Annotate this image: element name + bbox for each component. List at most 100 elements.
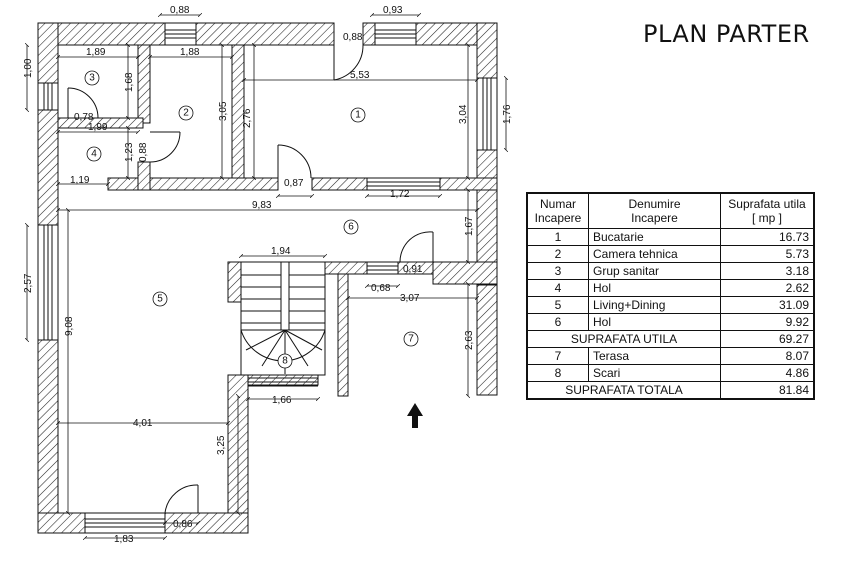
door-swing	[149, 131, 181, 163]
dim-label: 0,93	[383, 5, 403, 16]
room-number-6: 6	[343, 219, 359, 235]
dim-label: 2,76	[242, 108, 253, 128]
room-number-4: 4	[86, 146, 102, 162]
wall	[137, 161, 151, 191]
room-number-1: 1	[350, 107, 366, 123]
window	[164, 22, 197, 46]
wall	[324, 261, 368, 275]
wall	[439, 177, 498, 191]
dim-label: 2,57	[23, 273, 34, 293]
subtotal-label: SUPRAFATA UTILA	[526, 330, 721, 348]
dim-label: 1,76	[502, 104, 513, 124]
svg-text:2: 2	[183, 108, 189, 119]
subtotal-value: 69.27	[720, 330, 815, 348]
room-area-cell: 16.73	[720, 228, 815, 246]
wall	[337, 273, 349, 397]
dim-label: 0,78	[74, 112, 94, 123]
room-number-cell: 7	[526, 347, 589, 365]
wall	[432, 261, 498, 285]
room-number-cell: 8	[526, 364, 589, 382]
windows	[37, 22, 498, 534]
room-name-cell: Hol	[588, 279, 721, 297]
room-number-8: 8	[277, 353, 293, 369]
room-name-cell: Living+Dining	[588, 296, 721, 314]
total-value: 81.84	[720, 381, 815, 400]
dimension-labels: 0,88 0,93 0,88 1,89 1,88 5,53 0,78 1,99 …	[23, 5, 513, 545]
room-number-cell: 3	[526, 262, 589, 280]
room-number-5: 5	[152, 291, 168, 307]
dimension-lines	[27, 15, 506, 538]
wall	[476, 284, 498, 396]
wall	[227, 261, 242, 303]
dim-label: 1,00	[23, 58, 34, 78]
dim-label: 1,67	[464, 216, 475, 236]
area-table: Numar Incapere Denumire Incapere Suprafa…	[526, 192, 815, 400]
room-name-cell: Grup sanitar	[588, 262, 721, 280]
wall	[107, 177, 279, 191]
room-number-cell: 2	[526, 245, 589, 263]
wall	[231, 44, 245, 179]
dim-label: 5,53	[350, 70, 370, 81]
window	[37, 82, 59, 111]
total-label: SUPRAFATA TOTALA	[526, 381, 721, 400]
room-area-cell: 8.07	[720, 347, 815, 365]
door-swing	[277, 144, 312, 179]
door-swing	[164, 484, 199, 514]
table-header-name: Denumire Incapere	[588, 192, 721, 229]
room-name-cell: Bucatarie	[588, 228, 721, 246]
dim-label: 4,01	[133, 418, 153, 429]
window	[37, 224, 59, 341]
dim-label: 3,04	[458, 104, 469, 124]
dim-label: 3,05	[218, 101, 229, 121]
room-area-cell: 31.09	[720, 296, 815, 314]
dim-label: 1,94	[271, 246, 291, 257]
wall	[37, 339, 59, 534]
table-header-number: Numar Incapere	[526, 192, 589, 229]
room-number-cell: 6	[526, 313, 589, 331]
wall	[311, 177, 368, 191]
room-numbers: 1 2 3 4 5 6 7 8	[84, 70, 419, 369]
window	[84, 512, 166, 534]
stairs	[240, 261, 326, 387]
dim-label: 9,08	[64, 316, 75, 336]
wall	[137, 44, 151, 124]
dim-label: 3,25	[216, 435, 227, 455]
room-name-cell: Camera tehnica	[588, 245, 721, 263]
window	[366, 177, 441, 191]
room-area-cell: 3.18	[720, 262, 815, 280]
window	[476, 77, 498, 151]
svg-text:5: 5	[157, 294, 163, 305]
dim-label: 0,68	[371, 283, 391, 294]
room-number-3: 3	[84, 70, 100, 86]
room-area-cell: 2.62	[720, 279, 815, 297]
wall	[247, 374, 319, 386]
wall	[476, 22, 498, 79]
door-swing	[67, 87, 99, 119]
dim-label: 0,86	[173, 519, 193, 530]
room-area-cell: 5.73	[720, 245, 815, 263]
svg-text:6: 6	[348, 222, 354, 233]
dim-label: 1,89	[86, 47, 106, 58]
room-name-cell: Scari	[588, 364, 721, 382]
dim-label: 0,88	[138, 142, 149, 162]
dim-label: 1,66	[272, 395, 292, 406]
room-area-cell: 4.86	[720, 364, 815, 382]
dim-label: 0,88	[170, 5, 190, 16]
entrance-arrow-icon	[407, 403, 423, 428]
door-swing	[399, 231, 434, 263]
table-header-area: Suprafata utila [ mp ]	[720, 192, 815, 229]
dim-label: 1,83	[114, 534, 134, 545]
svg-text:4: 4	[91, 149, 97, 160]
dim-label: 1,88	[180, 47, 200, 58]
room-number-cell: 1	[526, 228, 589, 246]
dim-label: 1,19	[70, 175, 90, 186]
room-number-7: 7	[403, 331, 419, 347]
room-number-2: 2	[178, 105, 194, 121]
